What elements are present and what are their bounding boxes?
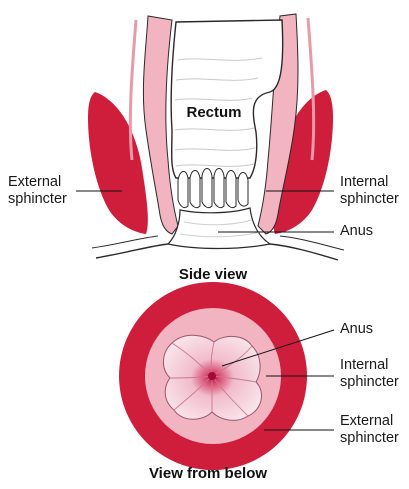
external-sphincter-left	[88, 92, 148, 234]
external-sphincter-label-side-line1: External	[8, 174, 67, 191]
anus-label-below: Anus	[340, 321, 373, 338]
side-view-illustration	[76, 14, 344, 260]
rectum-label: Rectum	[186, 104, 241, 121]
internal-sphincter-label-side-line2: sphincter	[340, 191, 399, 208]
external-sphincter-label-below-line1: External	[340, 413, 399, 430]
external-sphincter-label-below: External sphincter	[340, 413, 399, 447]
internal-sphincter-label-below-line1: Internal	[340, 357, 399, 374]
below-view-illustration	[119, 282, 334, 470]
internal-sphincter-label-below-line2: sphincter	[340, 374, 399, 391]
internal-sphincter-label-side-line1: Internal	[340, 174, 399, 191]
external-sphincter-label-side-line2: sphincter	[8, 191, 67, 208]
internal-sphincter-label-side: Internal sphincter	[340, 174, 399, 208]
anus-label-side: Anus	[340, 223, 373, 240]
external-sphincter-label-side: External sphincter	[8, 174, 67, 208]
internal-sphincter-label-below: Internal sphincter	[340, 357, 399, 391]
below-view-caption: View from below	[149, 465, 267, 482]
external-sphincter-label-below-line2: sphincter	[340, 430, 399, 447]
side-view-caption: Side view	[179, 266, 247, 283]
anal-canal	[168, 208, 270, 249]
